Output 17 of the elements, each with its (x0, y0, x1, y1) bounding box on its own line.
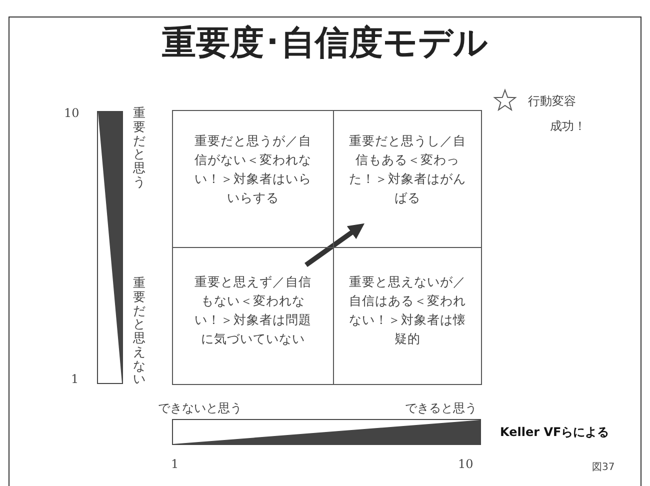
scale-value: 1 (171, 457, 179, 471)
title: 重要度･自信度モデル (161, 22, 489, 65)
caption: 成功！ (550, 118, 586, 135)
scale-value: 10 (64, 106, 80, 120)
quadrant-box: 重要と思えず／自信もない＜変われない！＞対象者は問題に気づいていない (172, 247, 334, 385)
quadrant-box: 重要だと思うし／自信もある＜変わった！＞対象者はがんばる (333, 110, 482, 248)
axis-label: できないと思う (158, 400, 242, 417)
axis-label: 重要だと思う (133, 106, 146, 188)
quadrant-box: 重要だと思うが／自信がない＜変われない！＞対象者はいらいらする (172, 110, 334, 248)
scale-value: 10 (458, 457, 474, 471)
quadrant-box: 重要と思えないが／自信はある＜変われない！＞対象者は懐疑的 (333, 247, 482, 385)
source-note: Keller VFらによる (500, 424, 610, 441)
axis-label: 重要だと思えない (133, 276, 146, 386)
axis-label: できると思う (405, 400, 477, 417)
figure-number: 図37 (592, 461, 615, 474)
caption: 行動変容 (528, 93, 576, 110)
scale-value: 1 (71, 372, 79, 386)
